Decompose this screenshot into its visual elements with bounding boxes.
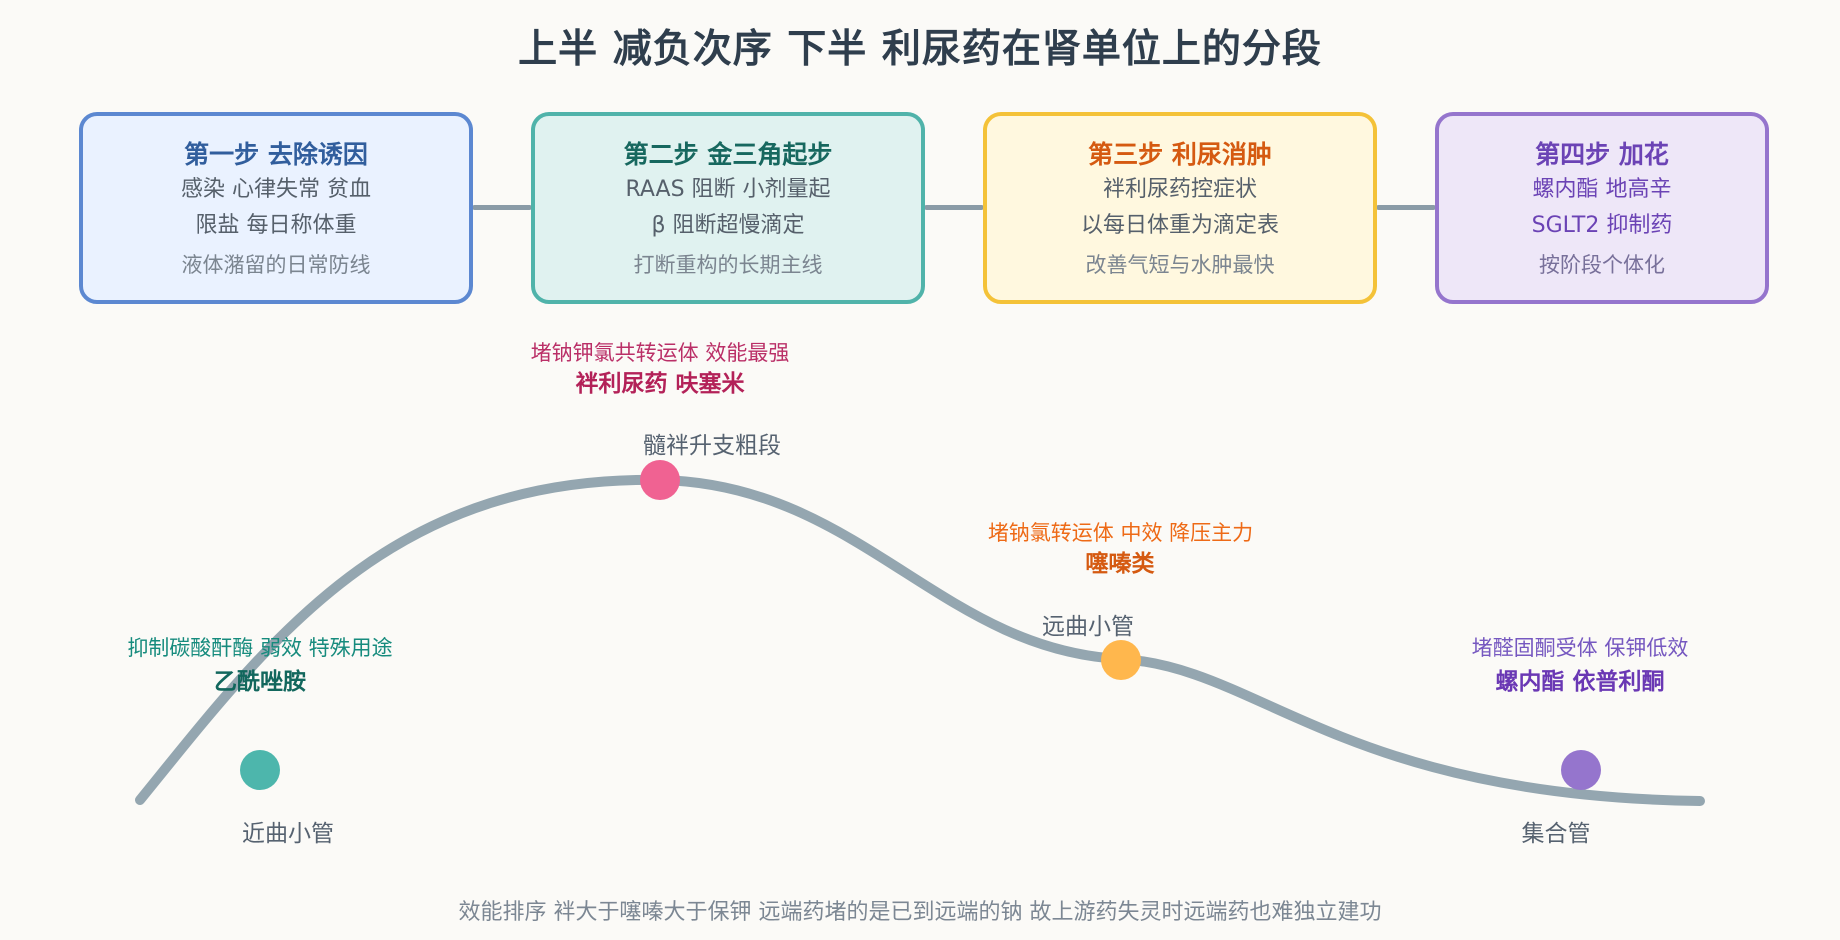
step-card-remove-triggers: 第一步 去除诱因 感染 心律失常 贫血 限盐 每日称体重 液体潴留的日常防线 xyxy=(79,112,473,304)
step-line: 以每日体重为滴定表 xyxy=(1080,213,1279,238)
step-connector-1-2 xyxy=(472,205,532,210)
proximal-drug: 乙酰唑胺 xyxy=(214,669,306,695)
collecting-segment-label: 集合管 xyxy=(1521,821,1591,847)
collecting-drug: 螺内酯 依普利酮 xyxy=(1495,669,1665,695)
step-note: 液体潴留的日常防线 xyxy=(181,253,371,277)
step-line: 螺内酯 地高辛 xyxy=(1532,177,1672,202)
step-card-add-on: 第四步 加花 螺内酯 地高辛 SGLT2 抑制药 按阶段个体化 xyxy=(1435,112,1769,304)
step-title: 第一步 去除诱因 xyxy=(184,140,368,169)
loop-drug: 袢利尿药 呋塞米 xyxy=(575,371,745,397)
step-line: SGLT2 抑制药 xyxy=(1531,213,1673,238)
step-line: 限盐 每日称体重 xyxy=(195,213,357,238)
nephron-curve xyxy=(135,474,1705,806)
step-card-diuresis: 第三步 利尿消肿 袢利尿药控症状 以每日体重为滴定表 改善气短与水肿最快 xyxy=(983,112,1377,304)
distal-drug: 噻嗪类 xyxy=(1085,551,1155,577)
step-line: 袢利尿药控症状 xyxy=(1102,177,1257,202)
loop-description: 堵钠钾氯共转运体 效能最强 xyxy=(530,341,790,365)
step-title: 第二步 金三角起步 xyxy=(623,140,833,169)
proximal-tubule-marker xyxy=(240,750,280,790)
distal-segment-label: 远曲小管 xyxy=(1042,614,1134,640)
collecting-description: 堵醛固酮受体 保钾低效 xyxy=(1471,636,1689,660)
step-title: 第三步 利尿消肿 xyxy=(1088,140,1272,169)
step-note: 改善气短与水肿最快 xyxy=(1085,253,1275,277)
page-title: 上半 减负次序 下半 利尿药在肾单位上的分段 xyxy=(518,27,1322,72)
loop-segment-marker xyxy=(640,460,680,500)
step-line: RAAS 阻断 小剂量起 xyxy=(625,177,831,202)
step-note: 按阶段个体化 xyxy=(1539,253,1665,277)
step-card-golden-triangle: 第二步 金三角起步 RAAS 阻断 小剂量起 β 阻断超慢滴定 打断重构的长期主… xyxy=(531,112,925,304)
distal-tubule-marker xyxy=(1101,640,1141,680)
step-line: β 阻断超慢滴定 xyxy=(651,213,805,238)
summary-footer: 效能排序 袢大于噻嗪大于保钾 远端药堵的是已到远端的钠 故上游药失灵时远端药也难… xyxy=(458,900,1382,925)
proximal-segment-label: 近曲小管 xyxy=(242,821,334,847)
loop-segment-label: 髓袢升支粗段 xyxy=(643,433,781,459)
step-note: 打断重构的长期主线 xyxy=(633,253,823,277)
step-connector-3-4 xyxy=(1376,205,1436,210)
step-line: 感染 心律失常 贫血 xyxy=(181,177,371,202)
step-title: 第四步 加花 xyxy=(1535,140,1669,169)
distal-description: 堵钠氯转运体 中效 降压主力 xyxy=(987,521,1254,545)
step-connector-2-3 xyxy=(924,205,984,210)
collecting-duct-marker xyxy=(1561,750,1601,790)
proximal-description: 抑制碳酸酐酶 弱效 特殊用途 xyxy=(127,636,393,660)
